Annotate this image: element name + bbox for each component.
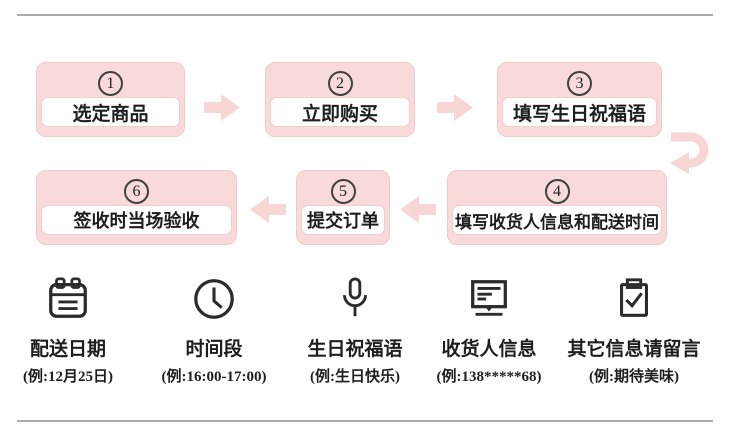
step-label: 提交订单 (301, 205, 385, 235)
legend-item-recipient-info: 收货人信息 (例:138*****68) (419, 276, 559, 386)
step-number-badge: 4 (544, 179, 570, 204)
legend-item-birthday-wish: 生日祝福语 (例:生日快乐) (285, 276, 425, 386)
step-label: 填写生日祝福语 (502, 97, 657, 127)
step-label: 填写收货人信息和配送时间 (452, 205, 662, 235)
legend-item-delivery-date: 配送日期 (例:12月25日) (0, 276, 138, 386)
step-label: 签收时当场验收 (41, 205, 232, 235)
clipboard-check-icon (564, 276, 704, 324)
legend-title: 生日祝福语 (307, 339, 403, 360)
step-number-badge: 1 (98, 71, 123, 96)
legend-example: (例:16:00-17:00) (161, 369, 267, 385)
arrow-right-icon (437, 94, 473, 121)
message-icon (419, 276, 559, 324)
calendar-icon (0, 276, 138, 324)
flow-step-2: 2 立即购买 (265, 62, 415, 137)
legend-example: (例:期待美味) (589, 369, 679, 385)
step-number-badge: 3 (567, 71, 592, 96)
top-divider (17, 14, 713, 16)
legend-title: 配送日期 (29, 339, 106, 360)
clock-icon (144, 276, 284, 324)
step-number-badge: 5 (330, 179, 356, 204)
step-number-badge: 2 (327, 71, 353, 96)
bottom-divider (17, 420, 713, 422)
flow-step-5: 5 提交订单 (296, 170, 390, 245)
step-label: 立即购买 (270, 97, 410, 127)
arrow-left-icon (248, 196, 286, 223)
step-number-badge: 6 (124, 179, 149, 204)
microphone-icon (285, 276, 425, 324)
flow-step-3: 3 填写生日祝福语 (497, 62, 662, 137)
legend-example: (例:生日快乐) (310, 369, 400, 385)
legend-example: (例:138*****68) (436, 369, 542, 385)
flow-step-6: 6 签收时当场验收 (36, 170, 237, 245)
u-turn-arrow-icon (664, 129, 712, 175)
legend-item-other-message: 其它信息请留言 (例:期待美味) (564, 276, 704, 386)
legend-item-time-slot: 时间段 (例:16:00-17:00) (144, 276, 284, 386)
legend-title: 其它信息请留言 (567, 339, 701, 360)
legend-title: 时间段 (185, 339, 243, 360)
legend-example: (例:12月25日) (23, 369, 113, 385)
flow-step-1: 1 选定商品 (36, 62, 185, 137)
legend-title: 收货人信息 (441, 339, 537, 360)
step-label: 选定商品 (41, 97, 180, 127)
arrow-left-icon (398, 196, 436, 223)
flow-step-4: 4 填写收货人信息和配送时间 (447, 170, 667, 245)
arrow-right-icon (204, 94, 240, 121)
